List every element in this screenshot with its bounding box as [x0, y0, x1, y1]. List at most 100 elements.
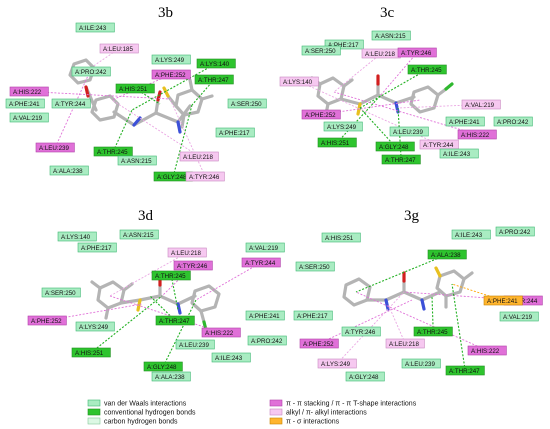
- residue-tag-box: [385, 338, 425, 349]
- legend-swatch-carbon_hbond: [87, 417, 101, 425]
- interaction-line-hbond: [359, 107, 396, 147]
- residue-tag-box: [375, 141, 415, 152]
- residue-label: A:LEU:218: [183, 154, 213, 161]
- residue-label: A:LYS:249: [321, 361, 351, 368]
- residue-label: A:ASN:215: [375, 33, 406, 40]
- residue-label: A:TYR:244: [55, 101, 86, 108]
- residue-label: A:PHE:217: [81, 245, 112, 252]
- residue-label: A:LEU:218: [389, 341, 419, 348]
- residue-label: A:VAL:219: [465, 102, 495, 109]
- residue-tag-box: [49, 165, 89, 176]
- residue-label: A:LYS:140: [200, 61, 230, 68]
- residue-label: A:GLY:248: [349, 374, 379, 381]
- residue-tag-box: [117, 155, 157, 166]
- molecule-3g-atoms: [384, 266, 442, 311]
- interaction-line-pi_stack: [29, 91, 171, 100]
- residue-label: A:LYS:249: [79, 324, 109, 331]
- residue-tag-box: [483, 295, 523, 306]
- panel-title-3b: 3b: [158, 5, 173, 21]
- residue-tag-box: [461, 99, 501, 110]
- legend-swatch-pi_sigma: [269, 417, 283, 425]
- residue-label: A:LYS:249: [155, 57, 185, 64]
- residue-label: A:LEU:239: [39, 145, 69, 152]
- interaction-line-alkyl: [109, 252, 188, 297]
- residue-tag-3c-a-leu-218: A:LEU:218: [361, 48, 401, 59]
- panel-title-3c: 3c: [380, 5, 395, 21]
- residue-label: A:PHE:241: [249, 313, 280, 320]
- residue-tag-3b-a-tyr-246: A:TYR:246: [185, 171, 225, 182]
- residue-tag-3c-a-gly-248: A:GLY:248: [375, 141, 415, 152]
- residue-tag-box: [57, 231, 97, 242]
- interaction-lines-3b: [29, 48, 217, 177]
- panel-title-3d: 3d: [138, 208, 154, 224]
- residue-tag-box: [301, 109, 341, 120]
- residue-tag-box: [51, 98, 91, 109]
- residue-tag-box: [151, 69, 191, 80]
- residue-label: A:GLY:248: [379, 144, 409, 151]
- residue-label: A:ALA:238: [53, 168, 83, 175]
- residue-label: A:THR:247: [385, 157, 416, 164]
- residue-tag-3g-a-pro-242: A:PRO:242: [495, 226, 535, 237]
- residue-label: A:PHE:241: [449, 119, 480, 126]
- residue-tag-box: [151, 371, 191, 382]
- residue-tag-3b-a-his-222: A:HIS:222: [9, 86, 49, 97]
- residue-tag-3d-a-leu-239: A:LEU:239: [175, 339, 215, 350]
- residue-tag-box: [241, 257, 281, 268]
- residue-tag-3g-a-phe-241: A:PHE:241: [483, 295, 523, 306]
- residue-tag-3b-a-phe-217: A:PHE:217: [215, 127, 255, 138]
- residue-label: A:THR:245: [411, 67, 442, 74]
- residue-tag-box: [71, 347, 111, 358]
- residue-tag-3d-a-ile-243: A:ILE:243: [211, 352, 251, 363]
- molecule-3b-atoms: [84, 85, 182, 134]
- residue-tag-box: [371, 30, 411, 41]
- legend-swatch-vdw: [87, 399, 101, 407]
- residue-tag-box: [317, 358, 357, 369]
- residue-tag-3c-a-thr-245: A:THR:245: [407, 64, 447, 75]
- residue-label: A:HIS:251: [75, 350, 104, 357]
- residue-tag-3d-a-his-251: A:HIS:251: [71, 347, 111, 358]
- residue-tag-box: [9, 112, 49, 123]
- interaction-line-pi_stack: [161, 265, 194, 297]
- residue-tag-3d-a-thr-245: A:THR:245: [151, 270, 191, 281]
- residue-tag-3b-a-thr-247: A:THR:247: [194, 74, 234, 85]
- residue-tag-box: [317, 137, 357, 148]
- residue-label: A:LEU:185: [103, 46, 133, 53]
- residue-tag-box: [407, 64, 447, 75]
- residue-tag-box: [413, 326, 453, 337]
- interaction-line-alkyl: [387, 303, 406, 344]
- residue-tag-3b-a-thr-245: A:THR:245: [93, 146, 133, 157]
- residue-tag-box: [295, 261, 335, 272]
- residue-label: A:HIS:222: [13, 89, 42, 96]
- legend-entry-vdw: van der Waals interactions: [87, 399, 187, 408]
- interaction-line-pi_stack: [379, 52, 418, 97]
- residue-tag-3b-a-leu-218: A:LEU:218: [179, 151, 219, 162]
- residue-tag-box: [201, 327, 241, 338]
- residue-label: A:LEU:218: [171, 250, 201, 257]
- residue-tag-3d-a-phe-241: A:PHE:241: [245, 310, 285, 321]
- residue-tag-box: [457, 129, 497, 140]
- residue-tag-3g-a-val-219: A:VAL:219: [499, 311, 539, 322]
- residue-label: A:ILE:243: [455, 232, 483, 239]
- molecule-3d: [90, 280, 221, 324]
- residue-tag-3c-a-pro-242: A:PRO:242: [493, 116, 533, 127]
- residue-tag-3b-a-tyr-244: A:TYR:244: [51, 98, 91, 109]
- residue-tag-box: [401, 358, 441, 369]
- residue-label: A:TYR:246: [345, 329, 376, 336]
- residue-label: A:ILE:243: [443, 151, 471, 158]
- residue-label: A:VAL:219: [13, 115, 43, 122]
- residue-tag-3c-a-phe-217: A:PHE:217: [324, 39, 364, 50]
- residue-tag-3b-a-asn-215: A:ASN:215: [117, 155, 157, 166]
- legend-label: π - π stacking / π - π T-shape interacti…: [286, 401, 417, 408]
- residue-tag-box: [247, 335, 287, 346]
- residue-label: A:TYR:244: [245, 260, 276, 267]
- residue-tag-box: [75, 22, 115, 33]
- legend-entry-hbond: conventional hydrogen bonds: [87, 408, 196, 417]
- residue-label: A:PRO:242: [75, 69, 107, 76]
- residue-tag-box: [143, 361, 183, 372]
- legend-label: carbon hydrogen bonds: [104, 419, 178, 426]
- residue-tag-box: [301, 45, 341, 56]
- residue-tag-box: [493, 116, 533, 127]
